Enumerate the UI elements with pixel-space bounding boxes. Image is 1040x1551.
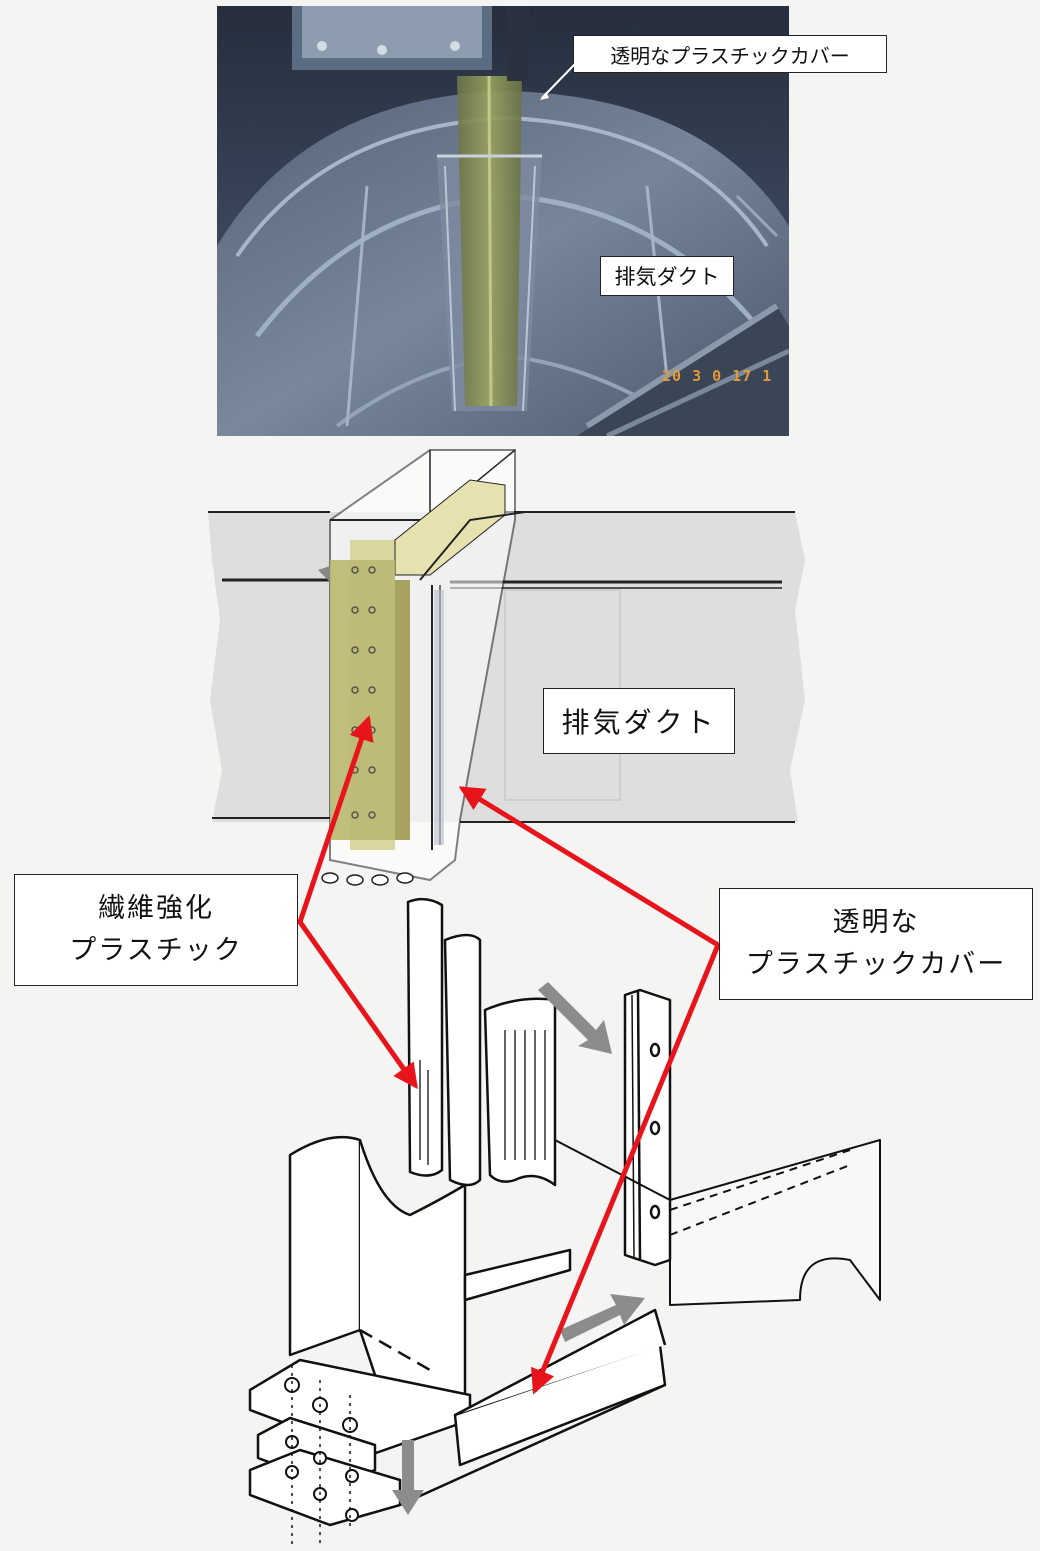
exploded-assembly-drawing	[248, 897, 881, 1545]
photo-label-plastic-cover: 透明なプラスチックカバー	[573, 35, 887, 73]
callout-arrows	[297, 715, 721, 1395]
diagram-label-exhaust-duct: 排気ダクト	[543, 688, 735, 754]
assembly-direction-arrows	[392, 982, 645, 1515]
label-frp-line-2: プラスチック	[69, 935, 243, 966]
photo-cover-pointer	[541, 63, 576, 99]
label-fiber-reinforced-plastic: 繊維強化 プラスチック	[14, 874, 298, 986]
label-transparent-plastic-cover: 透明な プラスチックカバー	[719, 888, 1033, 1000]
photo-label-exhaust-duct: 排気ダクト	[600, 256, 734, 296]
label-cover-line-2: プラスチックカバー	[745, 949, 1007, 980]
duct-photo	[217, 6, 789, 436]
photo-date-stamp: 20 3 0 17 1	[662, 367, 773, 385]
label-cover-line-1: 透明な	[832, 907, 920, 939]
duct-section-drawing	[208, 449, 805, 886]
label-frp-line-1: 繊維強化	[98, 893, 214, 925]
duct-photo-image	[217, 6, 789, 436]
